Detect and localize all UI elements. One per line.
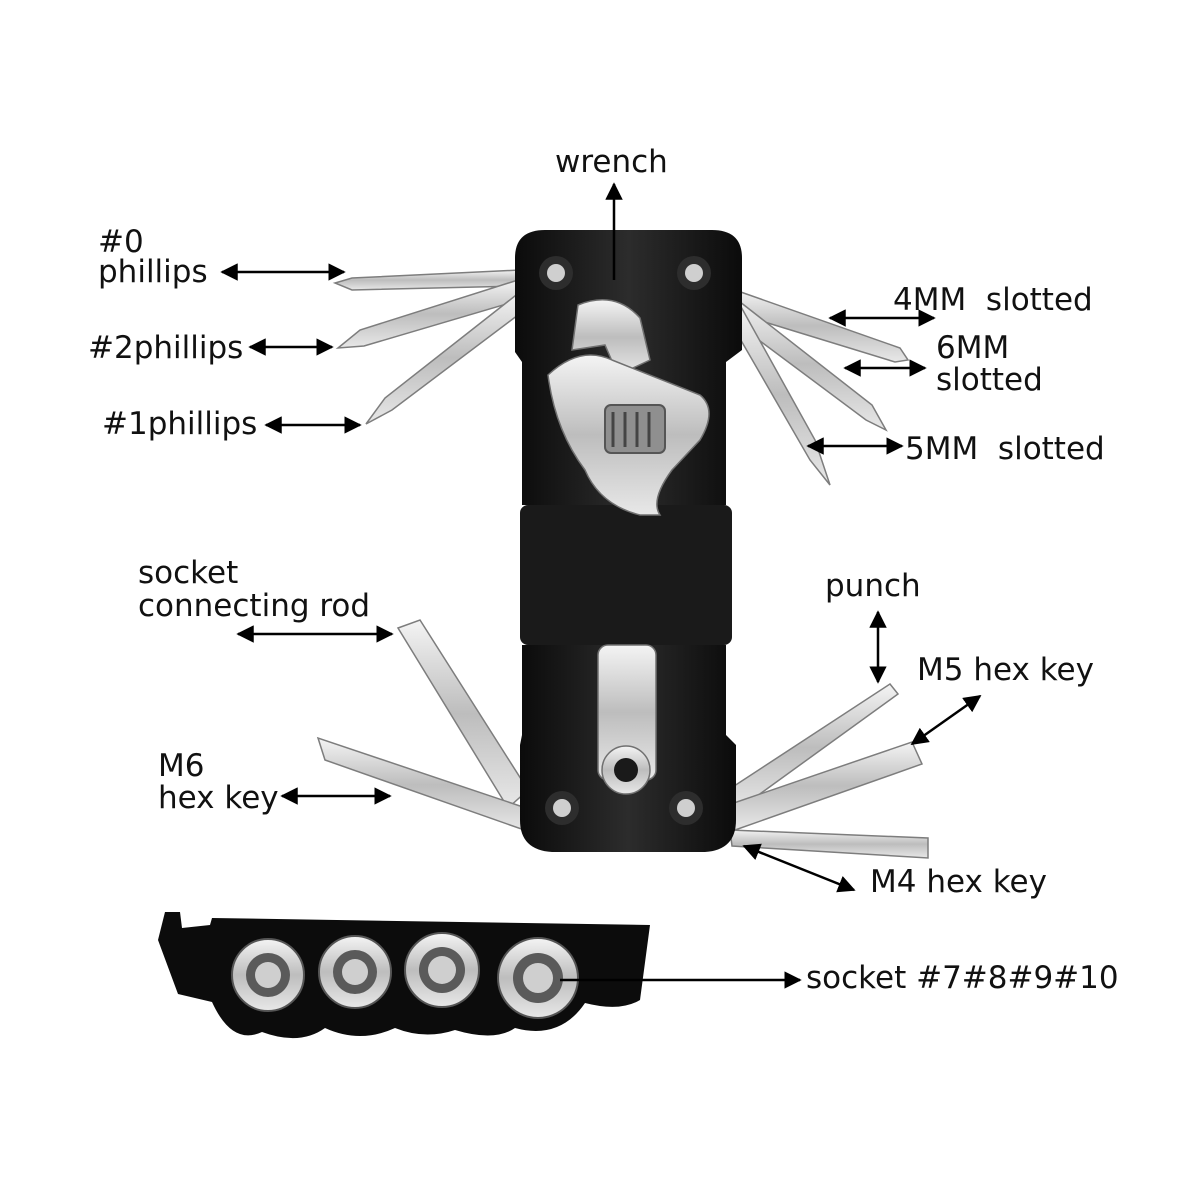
m4-hex-key-bar [729, 829, 929, 859]
socket-10 [497, 937, 579, 1019]
label-sockets: socket #7#8#9#10 [806, 960, 1119, 996]
socket-9 [404, 932, 480, 1008]
label-phillips-0-line1: #0 [98, 224, 144, 260]
label-phillips-2: #2phillips [88, 330, 243, 366]
label-punch: punch [825, 568, 921, 604]
label-phillips-0-line2: phillips [98, 254, 208, 290]
label-slotted-5: 5MM slotted [905, 431, 1105, 467]
annotation-labels: wrench #0 phillips #2phillips #1phillips… [88, 144, 1119, 996]
label-slotted-4: 4MM slotted [893, 282, 1093, 318]
socket-holder-illustration [158, 912, 650, 1039]
body-screws [539, 256, 711, 825]
label-m5-hex: M5 hex key [917, 652, 1094, 688]
phillips-0-bit [332, 269, 521, 291]
label-phillips-1: #1phillips [102, 406, 257, 442]
socket-8 [318, 935, 392, 1009]
tool-body-band [520, 505, 732, 645]
label-wrench: wrench [555, 144, 668, 180]
multi-tool-illustration [316, 230, 929, 859]
annotation-arrows [220, 182, 982, 989]
label-socket-rod-line1: socket [138, 555, 238, 591]
adjustable-wrench [547, 299, 710, 795]
label-slotted-6-line1: 6MM [936, 330, 1009, 366]
m4-arrow [742, 843, 856, 893]
m5-arrow [910, 694, 982, 746]
label-m4-hex: M4 hex key [870, 864, 1047, 900]
socket-7 [231, 938, 305, 1012]
label-socket-rod-line2: connecting rod [138, 588, 370, 624]
label-m6-line2: hex key [158, 780, 279, 816]
label-m6-line1: M6 [158, 748, 204, 784]
label-slotted-6-line2: slotted [936, 362, 1043, 398]
